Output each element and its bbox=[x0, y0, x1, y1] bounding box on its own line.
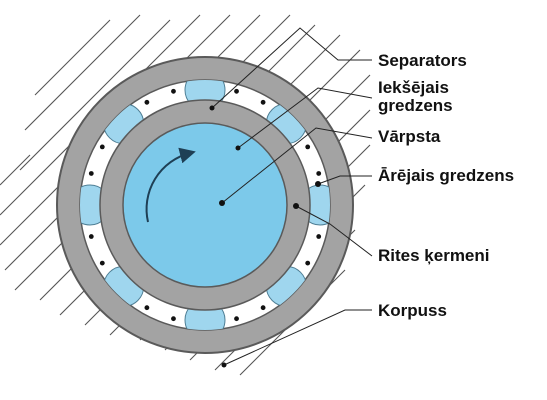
leader-outer-ring bbox=[317, 175, 372, 185]
anchor-dots bbox=[209, 105, 321, 368]
separator-dot bbox=[171, 316, 176, 322]
leader-inner-ring bbox=[237, 87, 373, 149]
leader-lines bbox=[211, 27, 373, 366]
clockwise-arrow-icon bbox=[145, 147, 196, 223]
label-rolling-elements: Rites ķermeni bbox=[378, 246, 490, 265]
anchor-dot bbox=[235, 145, 241, 151]
separator-dot bbox=[234, 316, 239, 322]
leader-rolling-elements bbox=[295, 205, 373, 257]
separator-dot bbox=[316, 171, 322, 176]
label-housing: Korpuss bbox=[378, 301, 447, 320]
leader-shaft bbox=[221, 127, 373, 204]
label-separators: Separators bbox=[378, 51, 467, 70]
anchor-dot bbox=[221, 362, 227, 368]
separator-dot bbox=[305, 144, 311, 150]
anchor-dot bbox=[315, 181, 321, 187]
separator-dot bbox=[88, 234, 94, 239]
separator-dot bbox=[260, 99, 266, 105]
separator-dot bbox=[144, 99, 150, 105]
separator-dots bbox=[88, 88, 322, 322]
anchor-dot bbox=[293, 203, 299, 209]
label-inner-ring-line1: Iekšējais bbox=[378, 78, 449, 97]
label-outer-ring: Ārējais gredzens bbox=[378, 166, 514, 185]
leader-separators bbox=[211, 27, 372, 109]
shaft bbox=[122, 122, 288, 288]
separator-dot bbox=[234, 88, 239, 94]
anchor-dot bbox=[219, 200, 225, 206]
separator-dot bbox=[305, 260, 311, 266]
leader-housing bbox=[223, 309, 372, 366]
anchor-dot bbox=[209, 105, 215, 111]
label-shaft: Vārpsta bbox=[378, 127, 441, 146]
separator-dot bbox=[88, 171, 94, 176]
separator-dot bbox=[99, 144, 105, 150]
separator-dot bbox=[171, 88, 176, 94]
separator-dot bbox=[99, 260, 105, 266]
separator-dot bbox=[144, 305, 150, 311]
separator-dot bbox=[260, 305, 266, 311]
label-inner-ring-line2: gredzens bbox=[378, 96, 453, 115]
separator-dot bbox=[316, 234, 322, 239]
